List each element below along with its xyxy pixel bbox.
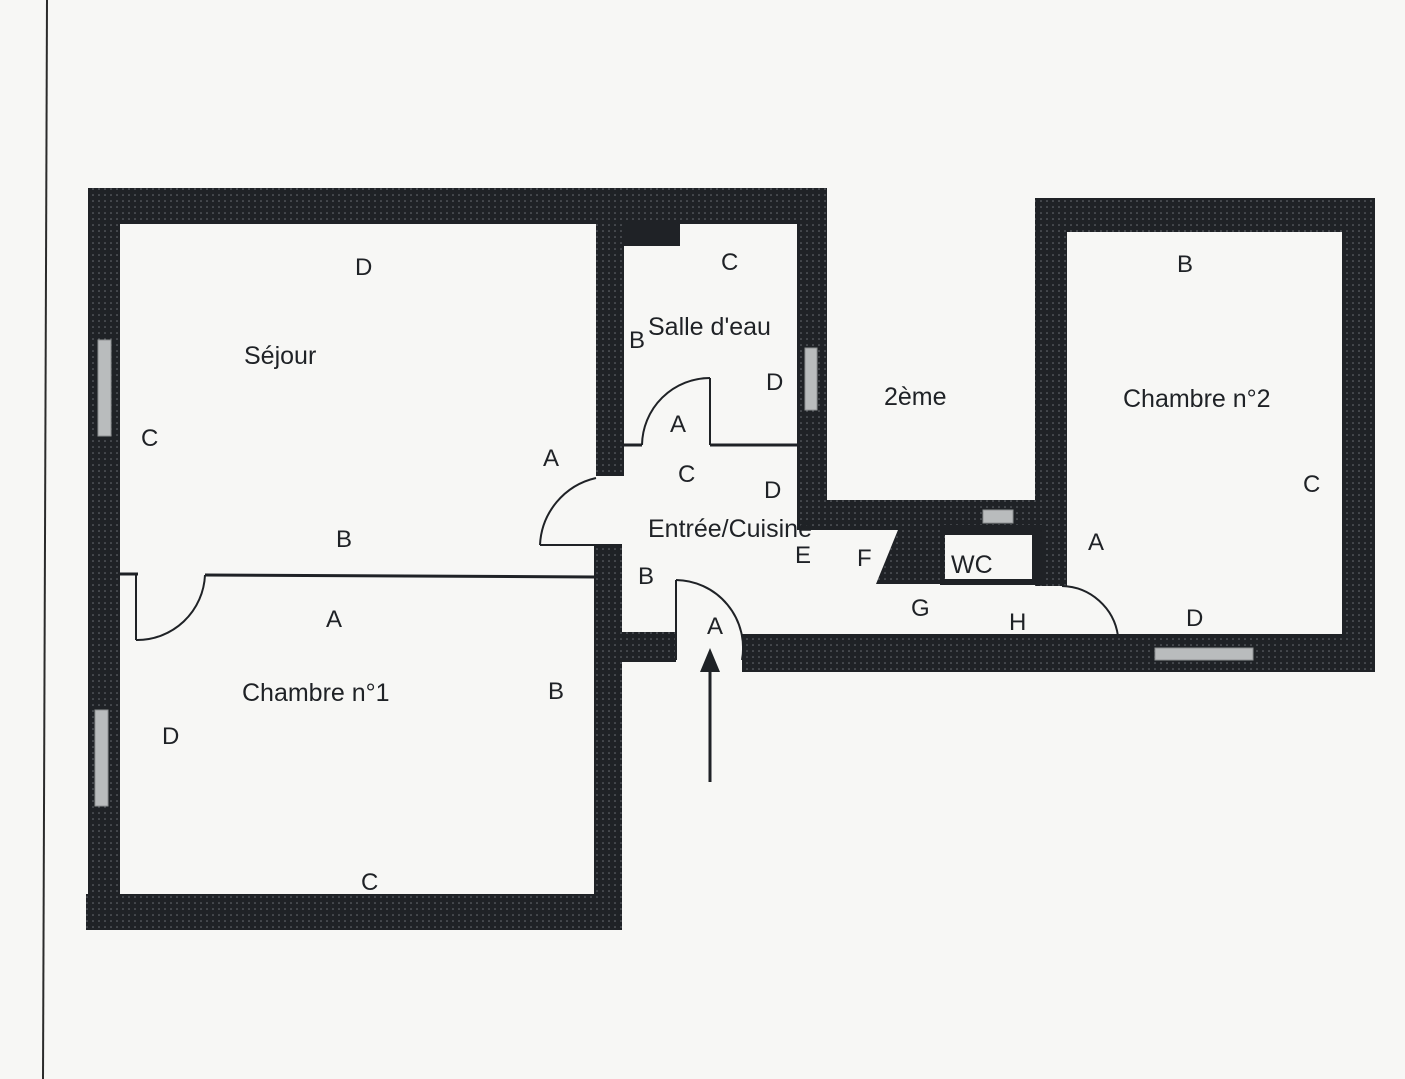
wall-label: C <box>678 461 695 488</box>
wall-label: A <box>1088 529 1104 556</box>
window-chambre1 <box>94 709 109 807</box>
room-salle-eau-label: Salle d'eau <box>648 313 771 341</box>
wall-label: B <box>629 327 645 354</box>
wall-label: A <box>707 613 723 640</box>
entry-arrow <box>700 648 720 782</box>
wall-label: A <box>543 445 559 472</box>
wall-label: D <box>355 254 372 281</box>
wall-label: H <box>1009 609 1026 636</box>
wall-label: G <box>911 595 930 622</box>
wall-label: D <box>764 477 781 504</box>
wall-label: B <box>638 563 654 590</box>
room-chambre2-label: Chambre n°2 <box>1123 385 1271 413</box>
room-sejour-label: Séjour <box>244 342 316 370</box>
room-wc-label: WC <box>951 551 993 579</box>
wall-label: E <box>795 542 811 569</box>
page-margin-line <box>42 0 48 1079</box>
windows <box>94 339 1254 807</box>
window-sejour <box>97 339 112 437</box>
wall-label: D <box>162 723 179 750</box>
wall-label: C <box>1303 471 1320 498</box>
doors <box>135 377 1119 661</box>
room-chambre1-label: Chambre n°1 <box>242 679 390 707</box>
room-2eme-label: 2ème <box>884 383 947 411</box>
wall-label: F <box>857 545 872 572</box>
walls <box>86 188 1375 930</box>
wall-label: D <box>1186 605 1203 632</box>
wall-label: B <box>1177 251 1193 278</box>
wall-label: B <box>548 678 564 705</box>
window-chambre2 <box>1154 647 1254 661</box>
room-entree-cuisine-label: Entrée/Cuisine <box>648 515 812 543</box>
wall-label: D <box>766 369 783 396</box>
wall-label: C <box>141 425 158 452</box>
window-wc <box>982 509 1014 524</box>
wall-label: B <box>336 526 352 553</box>
partitions <box>120 443 797 579</box>
wall-label: A <box>326 606 342 633</box>
window-salle-eau <box>804 347 818 411</box>
wall-label: A <box>670 411 686 438</box>
wall-label: C <box>361 869 378 896</box>
wall-label: C <box>721 249 738 276</box>
